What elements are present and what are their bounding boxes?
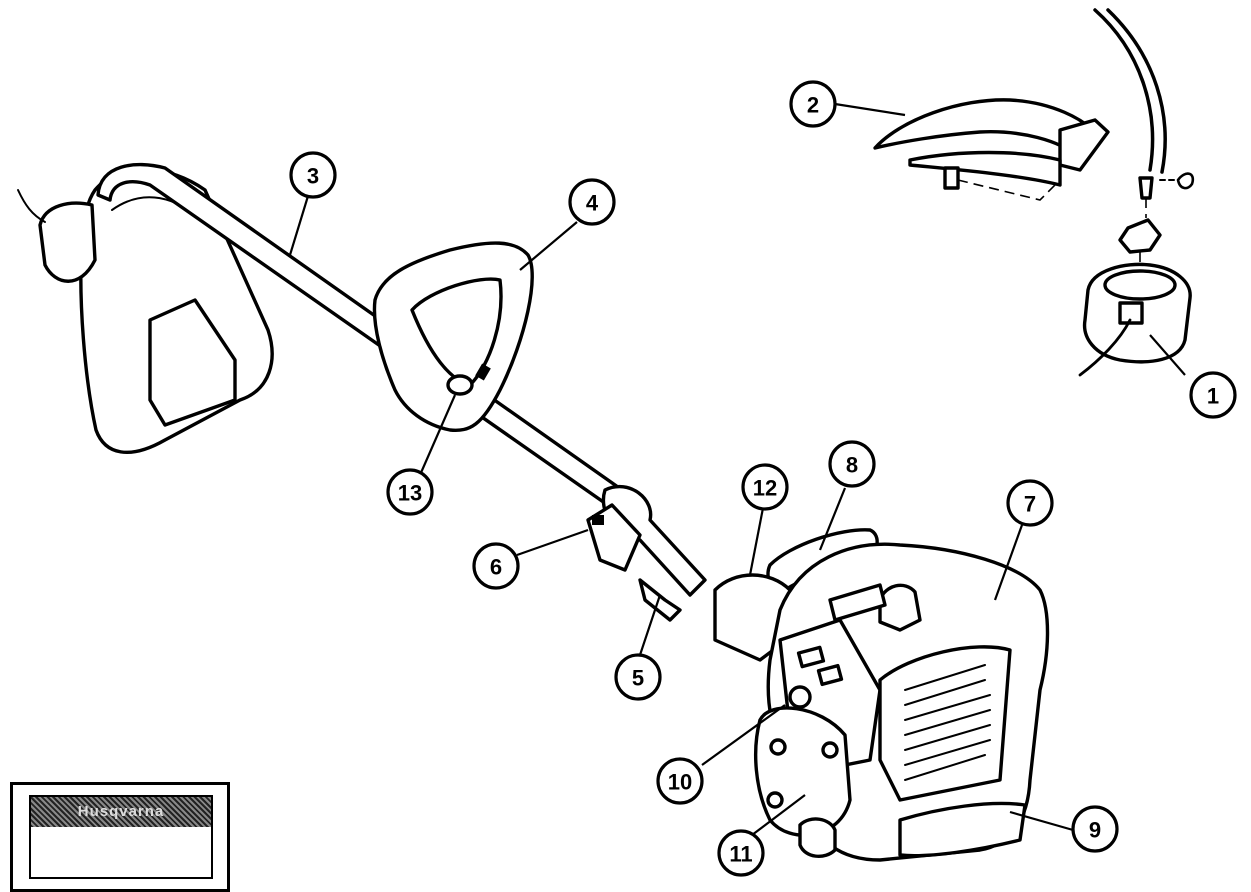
cutting-head-assembly xyxy=(873,8,1195,377)
callout-2-label: 2 xyxy=(807,93,819,118)
callout-12-label: 12 xyxy=(753,476,777,501)
callout-1-label: 1 xyxy=(1207,384,1219,409)
callout-4: 4 xyxy=(568,178,616,226)
throttle-housing xyxy=(586,503,682,622)
callout-10-label: 10 xyxy=(668,770,692,795)
engine xyxy=(713,528,1050,862)
callout-6: 6 xyxy=(472,542,520,590)
callout-1: 1 xyxy=(1189,371,1237,419)
callout-4-label: 4 xyxy=(586,191,599,216)
callout-11: 11 xyxy=(717,829,765,877)
callout-7-label: 7 xyxy=(1024,492,1036,517)
loop-handle xyxy=(372,241,534,433)
callout-3: 3 xyxy=(289,151,337,199)
leader-lines xyxy=(288,102,1186,836)
callout-9: 9 xyxy=(1071,805,1119,853)
callout-8: 8 xyxy=(828,440,876,488)
callout-11-label: 11 xyxy=(729,842,752,867)
callout-5: 5 xyxy=(614,653,662,701)
callout-5-label: 5 xyxy=(632,666,644,691)
callout-7: 7 xyxy=(1006,479,1054,527)
operator-manual: Husqvarna xyxy=(10,782,230,892)
callout-8-label: 8 xyxy=(846,453,858,478)
manual-cover: Husqvarna xyxy=(29,795,213,879)
callout-6-label: 6 xyxy=(490,555,502,580)
manual-brand-band: Husqvarna xyxy=(31,797,211,827)
callout-10: 10 xyxy=(656,757,704,805)
callout-13: 13 xyxy=(386,468,434,516)
grass-guard xyxy=(17,167,274,455)
callout-2: 2 xyxy=(789,80,837,128)
callout-3-label: 3 xyxy=(307,164,319,189)
callout-9-label: 9 xyxy=(1089,818,1101,843)
callout-13-label: 13 xyxy=(398,481,422,506)
callout-12: 12 xyxy=(741,463,789,511)
